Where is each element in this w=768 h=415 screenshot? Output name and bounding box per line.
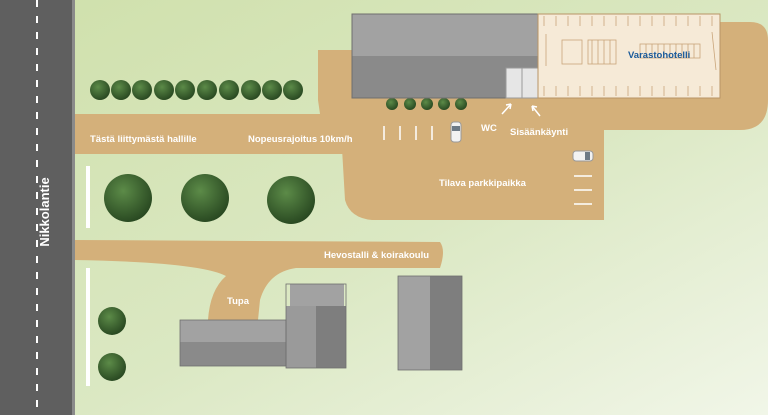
road-name-label: Nikkolantie (37, 177, 52, 246)
large-trees (98, 174, 315, 381)
wc-block (505, 67, 523, 99)
bush (404, 98, 416, 110)
speed-limit-label: Nopeusrajoitus 10km/h (248, 134, 353, 145)
entrance-arrows (501, 103, 541, 117)
stable-label: Hevostalli & koirakoulu (324, 250, 429, 261)
floorplan-base (537, 13, 721, 99)
parking-lines (383, 126, 592, 205)
entrance-arrow-icon (531, 105, 541, 117)
bush (438, 98, 450, 110)
cabin-roof-top (180, 320, 286, 342)
cabin-label: Tupa (227, 296, 250, 307)
bush (386, 98, 398, 110)
road-edge (72, 0, 75, 415)
tree (98, 307, 126, 335)
bush (175, 80, 195, 100)
tree (267, 176, 315, 224)
wc-label: WC (481, 123, 497, 134)
bush (283, 80, 303, 100)
parking-label: Tilava parkkipaikka (439, 178, 527, 189)
cabin-building (179, 283, 347, 369)
bush (241, 80, 261, 100)
tree (98, 353, 126, 381)
bush (90, 80, 110, 100)
cabin-wing-right (316, 306, 346, 368)
bush (197, 80, 217, 100)
cabin-roof-bottom (180, 342, 286, 366)
stable-road (74, 240, 443, 320)
hedge-row (90, 80, 303, 100)
entrance-route-label: Tästä liittymästä hallille (90, 134, 197, 145)
cabin-wing-roof-top (290, 284, 344, 306)
warehouse-hotel-floorplan: Varastohotelli (537, 13, 721, 99)
car (450, 121, 462, 143)
bush (111, 80, 131, 100)
bush (455, 98, 467, 110)
entrance-block (521, 67, 539, 99)
bush (219, 80, 239, 100)
shed-roof-right (430, 276, 462, 370)
bush (132, 80, 152, 100)
main-hall-roof-top (352, 14, 538, 56)
cabin-wing-left (286, 306, 316, 368)
bush (262, 80, 282, 100)
car (572, 150, 594, 162)
building-bushes (386, 98, 467, 110)
tree (104, 174, 152, 222)
wc-arrow-icon (501, 103, 512, 115)
shed-roof-left (398, 276, 430, 370)
warehouse-hotel-label: Varastohotelli (628, 50, 690, 61)
tree (181, 174, 229, 222)
bush (154, 80, 174, 100)
main-hall (351, 13, 539, 99)
roadside-post (86, 166, 90, 228)
bush (421, 98, 433, 110)
roadside-post (86, 268, 90, 386)
entrance-label: Sisäänkäynti (510, 127, 568, 138)
shed-building (397, 275, 463, 371)
